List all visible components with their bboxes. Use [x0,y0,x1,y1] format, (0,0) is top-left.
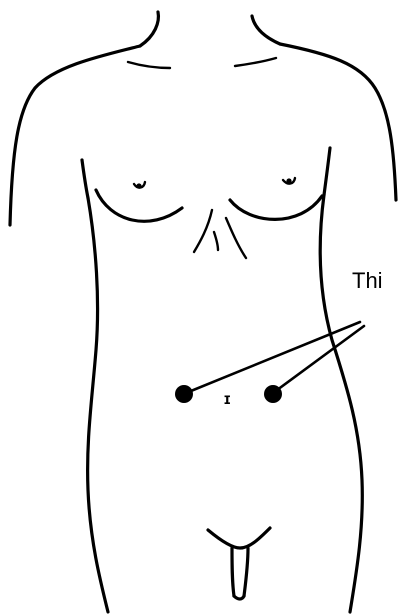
right-torso-outline [320,195,362,612]
right-clavicle-mark [235,58,276,66]
neck-left-outline [140,12,158,46]
chest-center-mark-right [226,218,246,258]
right-shoulder-outline [280,44,396,200]
injection-site-left [175,385,193,403]
chest-center-mark-left [194,210,212,252]
left-shoulder-outline [10,46,140,225]
groin-lower-left [232,548,234,596]
left-armpit-outline [82,160,88,198]
neck-right-outline [252,16,280,44]
diagram-label: Thi [352,268,383,293]
injection-site-right [264,385,282,403]
pointer-line-right [273,326,364,393]
groin-outline [208,528,270,548]
left-breast-outline [96,190,182,221]
right-armpit-outline [324,148,330,195]
navel-mark: ɪ [224,391,230,408]
chest-center-mark-inner [214,232,218,250]
right-breast-outline [230,196,322,219]
groin-lower-right [244,548,248,596]
left-clavicle-mark [128,62,170,68]
left-nipple-dot [136,183,141,188]
right-nipple-dot [286,178,291,183]
groin-bottom [234,596,244,599]
left-torso-outline [88,198,108,612]
pointer-line-left [186,322,360,393]
